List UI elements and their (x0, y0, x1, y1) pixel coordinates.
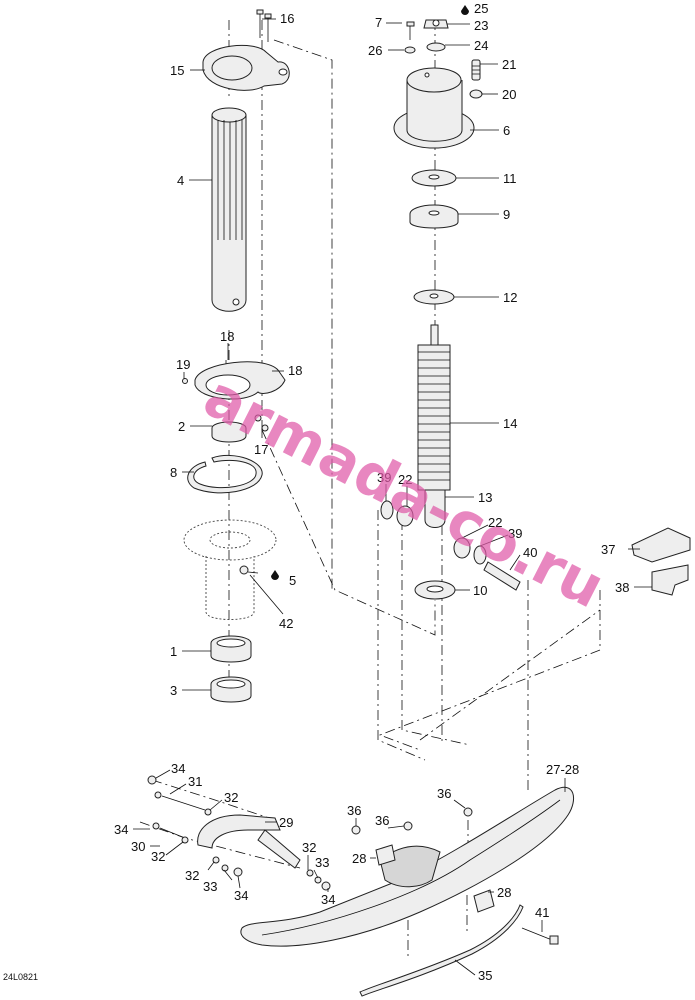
callout-15: 15 (170, 63, 184, 78)
nut-23 (423, 19, 449, 29)
callout-26: 26 (368, 43, 382, 58)
handle-29 (197, 814, 301, 869)
wear-pad-37 (631, 527, 691, 563)
callout-18: 18 (288, 363, 302, 378)
callout-32: 32 (151, 849, 165, 864)
callout-28: 28 (352, 851, 366, 866)
bolt-16 (256, 9, 272, 42)
callout-20: 20 (502, 87, 516, 102)
bushing-3 (210, 676, 252, 703)
callout-10: 10 (473, 583, 487, 598)
callout-34: 34 (234, 888, 248, 903)
bracket-38 (651, 564, 689, 596)
retaining-ring-8 (187, 454, 263, 494)
callout-24: 24 (474, 38, 488, 53)
callout-22: 22 (398, 472, 412, 487)
leader-lines (133, 18, 652, 976)
callout-4: 4 (177, 173, 184, 188)
callout-labels: 16 15 4 18 18 19 2 17 8 5 42 1 3 7 25 23… (114, 1, 629, 983)
shock-body-13 (424, 489, 446, 528)
shock-mount-6 (393, 67, 475, 149)
callout-13: 13 (478, 490, 492, 505)
bolt-41 (521, 927, 559, 945)
callout-34: 34 (114, 822, 128, 837)
callout-8: 8 (170, 465, 177, 480)
callout-18: 18 (220, 329, 234, 344)
callout-5: 5 (289, 573, 296, 588)
bushing-28-left (375, 844, 396, 866)
callout-27-28: 27-28 (546, 762, 579, 777)
washer-20 (469, 89, 483, 99)
clamp-18 (182, 360, 286, 400)
washer-26 (404, 46, 416, 54)
callout-32: 32 (185, 868, 199, 883)
callout-36: 36 (437, 786, 451, 801)
bushing-1 (210, 635, 252, 663)
bushing-9 (409, 204, 459, 229)
callout-36: 36 (375, 813, 389, 828)
pin-40 (483, 561, 521, 591)
lubricant-drop-icon-25 (461, 5, 469, 15)
spacer-22-left (396, 505, 414, 527)
callout-38: 38 (615, 580, 629, 595)
bushing-2 (211, 421, 247, 443)
callout-11: 11 (503, 171, 517, 186)
diagram-code: 24L0821 (3, 972, 38, 982)
callout-28: 28 (497, 885, 511, 900)
steering-column-4 (211, 107, 247, 312)
housing-ghost (183, 519, 277, 620)
washer-11 (411, 169, 457, 187)
callout-6: 6 (503, 123, 510, 138)
screw-7 (406, 21, 415, 40)
grease-fitting-42 (239, 565, 249, 575)
ski-27-28 (240, 787, 575, 947)
callout-29: 29 (279, 815, 293, 830)
callout-36: 36 (347, 803, 361, 818)
callout-1: 1 (170, 644, 177, 659)
callout-31: 31 (188, 774, 202, 789)
callout-33: 33 (203, 879, 217, 894)
lubricant-drop-icon-5 (271, 570, 279, 580)
callout-2: 2 (178, 419, 185, 434)
bushing-28-right (473, 889, 495, 913)
callout-33: 33 (315, 855, 329, 870)
callout-37: 37 (601, 542, 615, 557)
callout-30: 30 (131, 839, 145, 854)
steering-bracket-15 (202, 44, 290, 91)
cap-screw-21 (471, 59, 481, 81)
shock-absorber-14 (417, 324, 451, 491)
callout-32: 32 (302, 840, 316, 855)
washer-12 (413, 289, 455, 305)
callout-21: 21 (502, 57, 516, 72)
callout-23: 23 (474, 18, 488, 33)
nuts-34-32-33 (147, 775, 331, 891)
runner-35 (359, 904, 524, 997)
callout-41: 41 (535, 905, 549, 920)
callout-7: 7 (375, 15, 382, 30)
washer-24 (426, 42, 446, 52)
callout-34: 34 (321, 892, 335, 907)
callout-3: 3 (170, 683, 177, 698)
callout-32: 32 (224, 790, 238, 805)
callout-19: 19 (176, 357, 190, 372)
callout-25: 25 (474, 1, 488, 16)
callout-35: 35 (478, 968, 492, 983)
callout-17: 17 (254, 442, 268, 457)
bolt-30 (152, 822, 186, 839)
callout-22: 22 (488, 515, 502, 530)
bolt-31 (154, 791, 206, 811)
callout-40: 40 (523, 545, 537, 560)
spacer-39-left (380, 500, 394, 520)
callout-39: 39 (377, 470, 391, 485)
callout-34: 34 (171, 761, 185, 776)
callout-42: 42 (279, 616, 293, 631)
callout-12: 12 (503, 290, 517, 305)
washer-10 (414, 580, 456, 600)
ski-nuts-36 (351, 807, 473, 835)
callout-9: 9 (503, 207, 510, 222)
callout-16: 16 (280, 11, 294, 26)
callout-39: 39 (508, 526, 522, 541)
callout-14: 14 (503, 416, 517, 431)
